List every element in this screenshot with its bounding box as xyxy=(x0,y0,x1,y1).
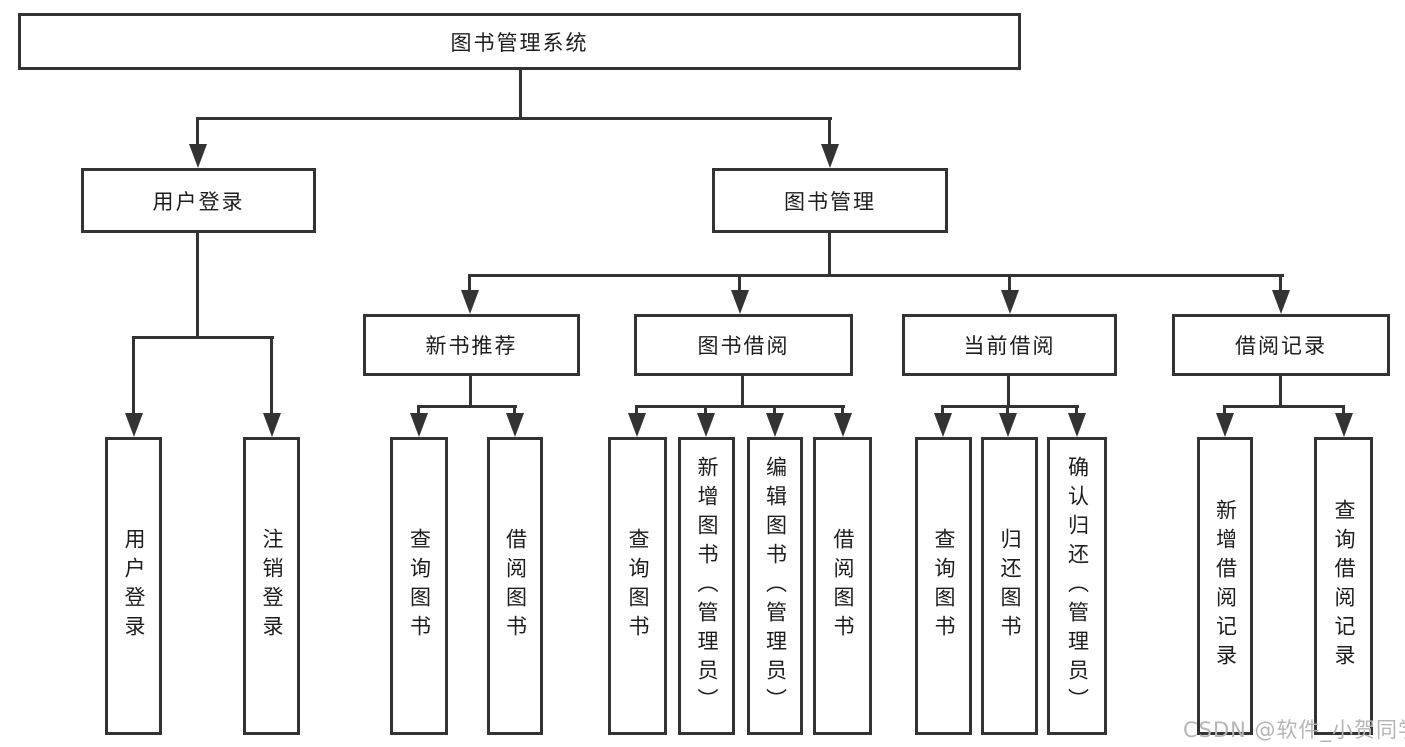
connector-line xyxy=(196,233,199,339)
arrow-down-icon xyxy=(821,144,839,168)
connector-line xyxy=(196,117,199,147)
node-label: 归还图书 xyxy=(998,528,1022,644)
leaf-borrow-books-recommend: 借阅图书 xyxy=(487,437,543,735)
connector-line xyxy=(704,405,707,417)
node-label: 新书推荐 xyxy=(425,334,518,358)
leaf-confirm-return-admin: 确认归还（管理员） xyxy=(1047,437,1107,735)
node-label: 确认归还（管理员） xyxy=(1065,455,1090,717)
node-book-borrow: 图书借阅 xyxy=(634,314,853,376)
connector-line xyxy=(1279,274,1282,294)
connector-line xyxy=(1006,405,1009,417)
node-label: 编辑图书（管理员） xyxy=(763,455,788,717)
connector-line xyxy=(635,405,845,408)
connector-line xyxy=(828,117,831,147)
arrow-down-icon xyxy=(697,413,715,437)
arrow-down-icon xyxy=(461,290,479,314)
arrow-down-icon xyxy=(189,144,207,168)
node-label: 用户登录 xyxy=(152,189,245,214)
node-label: 新增借阅记录 xyxy=(1213,499,1238,673)
arrow-down-icon xyxy=(628,413,646,437)
connector-line xyxy=(1008,274,1011,294)
arrow-down-icon xyxy=(1001,290,1019,314)
connector-line xyxy=(738,274,741,294)
leaf-add-book-admin: 新增图书（管理员） xyxy=(678,437,735,735)
leaf-return-book: 归还图书 xyxy=(981,437,1038,735)
connector-line xyxy=(270,336,273,416)
connector-line xyxy=(828,233,831,277)
connector-line xyxy=(635,405,638,417)
node-label: 当前借阅 xyxy=(963,334,1056,358)
arrow-down-icon xyxy=(1272,290,1290,314)
node-library-system: 图书管理系统 xyxy=(18,13,1021,70)
arrow-down-icon xyxy=(125,413,143,437)
node-label: 查询图书 xyxy=(407,528,432,644)
leaf-add-borrow-record: 新增借阅记录 xyxy=(1197,437,1253,735)
node-label: 借阅图书 xyxy=(503,528,528,644)
connector-line xyxy=(469,376,472,408)
connector-line xyxy=(1279,376,1282,408)
arrow-down-icon xyxy=(766,413,784,437)
leaf-query-books-borrow: 查询图书 xyxy=(608,437,667,735)
node-label: 查询图书 xyxy=(932,528,956,644)
leaf-edit-book-admin: 编辑图书（管理员） xyxy=(747,437,803,735)
arrow-down-icon xyxy=(934,413,952,437)
leaf-logout: 注销登录 xyxy=(243,437,300,735)
watermark: CSDN @软件_小贺同学 xyxy=(1183,718,1405,742)
connector-line xyxy=(1223,405,1226,417)
node-label: 图书借阅 xyxy=(697,334,790,358)
leaf-user-login: 用户登录 xyxy=(105,437,162,735)
connector-line xyxy=(132,336,135,416)
arrow-down-icon xyxy=(731,290,749,314)
connector-line xyxy=(417,405,517,408)
connector-line xyxy=(468,274,1284,277)
node-label: 用户登录 xyxy=(122,528,146,644)
arrow-down-icon xyxy=(834,413,852,437)
connector-line xyxy=(132,336,274,339)
connector-line xyxy=(1075,405,1078,417)
arrow-down-icon xyxy=(1216,413,1234,437)
arrow-down-icon xyxy=(1068,413,1086,437)
arrow-down-icon xyxy=(506,413,524,437)
connector-line xyxy=(1007,376,1010,408)
connector-line xyxy=(741,376,744,408)
connector-line xyxy=(1342,405,1345,417)
node-new-book-recommend: 新书推荐 xyxy=(363,314,580,376)
leaf-query-borrow-record: 查询借阅记录 xyxy=(1314,437,1373,735)
node-user-login: 用户登录 xyxy=(81,168,316,233)
node-label: 新增图书（管理员） xyxy=(695,455,719,717)
leaf-query-books-current: 查询图书 xyxy=(915,437,972,735)
connector-line xyxy=(513,405,516,417)
node-current-borrow: 当前借阅 xyxy=(902,314,1117,376)
connector-line xyxy=(941,405,944,417)
arrow-down-icon xyxy=(263,413,281,437)
node-label: 注销登录 xyxy=(260,528,284,644)
leaf-query-books-recommend: 查询图书 xyxy=(390,437,448,735)
connector-line xyxy=(196,117,832,120)
connector-line xyxy=(417,405,420,417)
connector-line xyxy=(841,405,844,417)
arrow-down-icon xyxy=(999,413,1017,437)
connector-line xyxy=(941,405,1079,408)
node-label: 借阅记录 xyxy=(1235,334,1327,358)
node-borrow-records: 借阅记录 xyxy=(1172,314,1390,376)
node-label: 借阅图书 xyxy=(831,528,855,644)
connector-line xyxy=(773,405,776,417)
arrow-down-icon xyxy=(410,413,428,437)
connector-line xyxy=(519,70,522,117)
connector-line xyxy=(468,274,471,294)
leaf-borrow-books: 借阅图书 xyxy=(813,437,872,735)
node-label: 图书管理系统 xyxy=(450,30,589,55)
node-label: 查询借阅记录 xyxy=(1332,499,1356,673)
node-label: 查询图书 xyxy=(626,528,650,644)
node-book-management: 图书管理 xyxy=(712,168,948,233)
connector-line xyxy=(1223,405,1345,408)
node-label: 图书管理 xyxy=(784,189,876,214)
arrow-down-icon xyxy=(1335,413,1353,437)
